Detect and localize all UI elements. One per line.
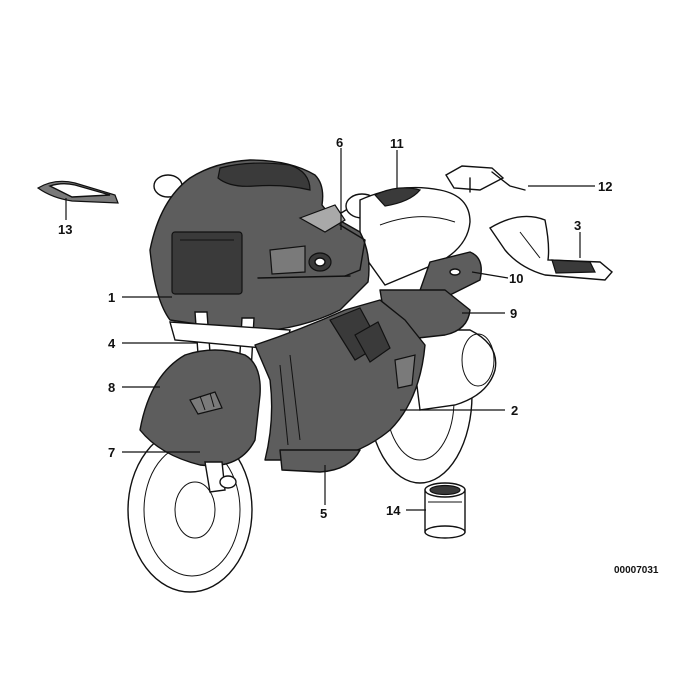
upper-fairing (149, 159, 370, 333)
callout-3: 3 (574, 218, 581, 233)
callout-8: 8 (108, 380, 115, 395)
callout-labels: 1 2 3 4 5 6 7 8 9 10 11 12 13 14 0000703… (58, 135, 659, 576)
callout-4: 4 (108, 336, 116, 351)
callout-1: 1 (108, 290, 115, 305)
callout-10: 10 (509, 271, 523, 286)
leader-lines (65, 148, 595, 511)
callout-9: 9 (510, 306, 517, 321)
lower-fairing (254, 299, 426, 461)
callout-14: 14 (386, 503, 401, 518)
belly-pan (279, 449, 361, 473)
reference-number: 00007031 (614, 565, 659, 576)
part-3-tail (489, 215, 613, 281)
fork-lower (204, 461, 237, 493)
part-14-paint-tin (424, 482, 466, 539)
side-panel (417, 251, 482, 301)
leader-10 (471, 271, 509, 279)
callout-7: 7 (108, 445, 115, 460)
callout-6: 6 (336, 135, 343, 150)
callout-5: 5 (320, 506, 327, 521)
callout-2: 2 (511, 403, 518, 418)
exhaust (409, 329, 497, 411)
callout-13: 13 (58, 222, 72, 237)
callout-11: 11 (390, 136, 404, 151)
front-mudguard (139, 349, 261, 467)
callout-12: 12 (598, 179, 612, 194)
part-13-spoiler (36, 180, 119, 204)
seat-tank (359, 186, 471, 286)
part-12-bracket (445, 165, 526, 193)
